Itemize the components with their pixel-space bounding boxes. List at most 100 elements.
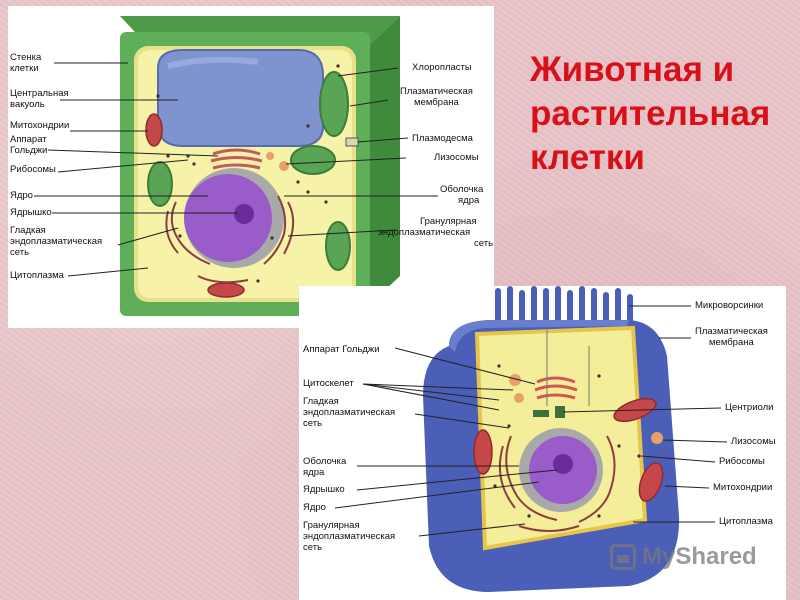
- label-line: Хлоропласты: [412, 62, 472, 73]
- plant-label-rough-er: Гранулярная эндоплазматическая сеть: [378, 216, 493, 249]
- plant-label-nucleolus: Ядрышко: [10, 207, 52, 218]
- label-line: Цитоплазма: [719, 516, 773, 527]
- label-line: Плазматическая: [400, 86, 473, 97]
- animal-label-nucleus: Ядро: [303, 502, 326, 513]
- plant-label-nucleus: Ядро: [10, 190, 33, 201]
- nucleolus: [234, 204, 254, 224]
- label-line: Цитоплазма: [10, 270, 64, 281]
- title-line-3: клетки: [530, 138, 645, 177]
- label-line: эндоплазматическая: [378, 227, 471, 238]
- animal-label-smooth-er: Гладкая эндоплазматическая сеть: [303, 396, 395, 429]
- label-line: Лизосомы: [434, 152, 479, 163]
- label-line: сеть: [303, 418, 323, 429]
- chloroplast: [319, 71, 349, 137]
- plant-label-nuclear-envelope: Оболочка ядра: [440, 184, 483, 206]
- label-line: Центральная: [10, 88, 69, 99]
- plant-label-chloroplasts: Хлоропласты: [412, 62, 472, 73]
- label-line: Ядро: [10, 190, 33, 201]
- label-line: Аппарат Гольджи: [303, 344, 380, 355]
- label-line: Гранулярная: [420, 216, 477, 227]
- label-line: Гранулярная: [303, 520, 360, 531]
- chloroplast: [290, 145, 336, 175]
- nucleus: [184, 174, 272, 262]
- animal-label-cytoplasm: Цитоплазма: [719, 516, 773, 527]
- label-line: Гладкая: [10, 225, 46, 236]
- plant-cell-panel: Стенка клетки Центральная вакуоль Митохо…: [8, 6, 494, 328]
- label-line: Митохондрии: [713, 482, 773, 493]
- label-line: Лизосомы: [731, 436, 776, 447]
- title-line-1: Животная и: [530, 50, 735, 89]
- label-line: мембрана: [414, 97, 459, 108]
- label-line: Плазмодесма: [412, 133, 473, 144]
- plant-label-smooth-er: Гладкая эндоплазматическая сеть: [10, 225, 102, 258]
- label-line: Стенка: [10, 52, 42, 63]
- microvilli: [495, 286, 633, 328]
- watermark-text: MyShared: [642, 543, 757, 570]
- plant-label-plasma-membrane: Плазматическая мембрана: [400, 86, 473, 108]
- label-line: Центриоли: [725, 402, 774, 413]
- golgi-apparatus: [210, 148, 263, 170]
- label-line: эндоплазматическая: [303, 407, 396, 418]
- animal-label-ribosomes: Рибосомы: [719, 456, 765, 467]
- animal-label-microvilli: Микроворсинки: [695, 300, 763, 311]
- animal-label-centrioles: Центриоли: [725, 402, 773, 413]
- cytoskeleton: [546, 330, 590, 406]
- plant-label-golgi: Аппарат Гольджи: [10, 134, 47, 156]
- plasmodesma: [345, 137, 359, 147]
- golgi-apparatus: [534, 376, 578, 400]
- label-line: сеть: [474, 238, 494, 249]
- mitochondrion: [638, 462, 664, 502]
- slide-title: Животная и растительная клетки: [530, 48, 790, 180]
- label-line: Микроворсинки: [695, 300, 764, 311]
- chloroplast: [147, 161, 173, 207]
- animal-label-mitochondria: Митохондрии: [713, 482, 772, 493]
- label-line: сеть: [10, 247, 30, 258]
- label-line: Рибосомы: [10, 164, 56, 175]
- centriole: [533, 410, 549, 417]
- animal-cell-panel: Аппарат Гольджи Цитоскелет Гладкая эндоп…: [299, 286, 786, 600]
- mitochondrion: [145, 113, 163, 147]
- mitochondrion: [473, 429, 493, 475]
- label-line: вакуоль: [10, 99, 45, 110]
- label-line: Цитоскелет: [303, 378, 354, 389]
- label-line: Ядрышко: [303, 484, 345, 495]
- label-line: Аппарат: [10, 134, 47, 145]
- mitochondrion: [207, 282, 245, 298]
- label-line: Оболочка: [440, 184, 484, 195]
- plant-label-lysosomes: Лизосомы: [434, 152, 479, 163]
- plant-label-cell-wall: Стенка клетки: [10, 52, 41, 74]
- plant-label-central-vacuole: Центральная вакуоль: [10, 88, 69, 110]
- plant-label-plasmodesma: Плазмодесма: [412, 133, 473, 144]
- animal-label-nuclear-envelope: Оболочка ядра: [303, 456, 346, 478]
- animal-label-plasma-membrane: Плазматическая мембрана: [695, 326, 768, 348]
- label-line: эндоплазматическая: [303, 531, 396, 542]
- label-line: Гладкая: [303, 396, 339, 407]
- plant-label-cytoplasm: Цитоплазма: [10, 270, 64, 281]
- label-line: Митохондрии: [10, 120, 70, 131]
- nucleolus: [553, 454, 573, 474]
- endoplasmic-reticulum: [165, 195, 295, 284]
- endoplasmic-reticulum: [498, 435, 616, 532]
- animal-label-rough-er: Гранулярная эндоплазматическая сеть: [303, 520, 395, 553]
- plant-label-mitochondria: Митохондрии: [10, 120, 69, 131]
- label-line: клетки: [10, 63, 39, 74]
- watermark: MyShared: [610, 540, 757, 574]
- title-line-2: растительная: [530, 94, 771, 133]
- chloroplast: [325, 221, 351, 271]
- centriole: [555, 406, 565, 418]
- animal-label-lysosomes: Лизосомы: [731, 436, 776, 447]
- label-line: сеть: [303, 542, 323, 553]
- label-line: ядра: [458, 195, 480, 206]
- animal-cell-illustration: [334, 286, 728, 592]
- label-line: Оболочка: [303, 456, 347, 467]
- label-line: Гольджи: [10, 145, 48, 156]
- animal-label-golgi: Аппарат Гольджи: [303, 344, 380, 355]
- label-line: мембрана: [709, 337, 754, 348]
- animal-label-cytoskeleton: Цитоскелет: [303, 378, 354, 389]
- label-line: эндоплазматическая: [10, 236, 103, 247]
- animal-leader-lines: [334, 305, 728, 537]
- label-line: Ядрышко: [10, 207, 52, 218]
- plant-label-ribosomes: Рибосомы: [10, 164, 56, 175]
- plant-cell-illustration: [34, 16, 438, 316]
- animal-label-nucleolus: Ядрышко: [303, 484, 345, 495]
